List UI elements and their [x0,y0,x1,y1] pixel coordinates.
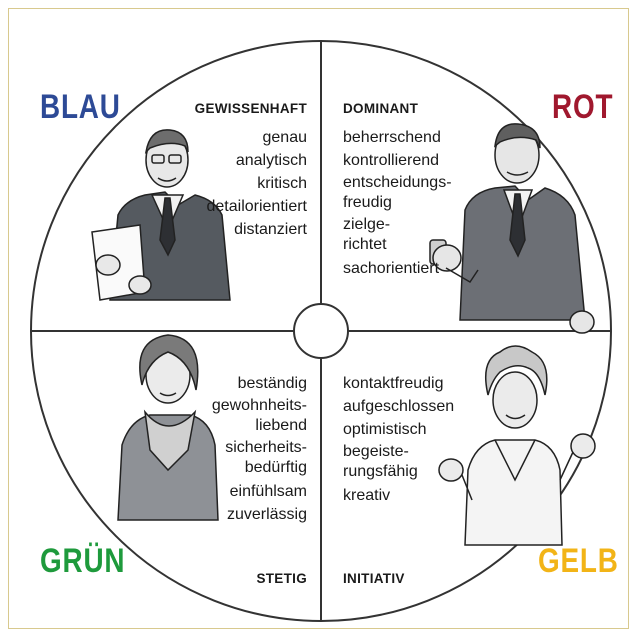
trait: distanziert [234,221,307,238]
quadrant-title-initiativ: INITIATIV [343,571,405,586]
trait: begeiste- rungsfähig [343,443,418,480]
trait: beherrschend [343,129,441,146]
trait: optimistisch [343,421,427,438]
businessman-phone-illustration [429,123,595,334]
trait: sicherheits- bedürftig [225,439,307,476]
trait: aufgeschlossen [343,398,455,415]
trait: kreativ [343,487,391,504]
quadrant-title-stetig: STETIG [256,571,307,586]
trait: kontaktfreudig [343,375,444,392]
trait: entscheidungs- freudig [343,174,452,211]
trait: zuverlässig [226,506,307,523]
trait: beständig [237,375,307,392]
woman-scarf-illustration [117,334,219,521]
trait: genau [262,129,308,146]
trait: analytisch [235,152,307,169]
quadrant-title-dominant: DOMINANT [343,101,419,116]
color-label-gruen: GRÜN [40,542,126,580]
trait: einfühlsam [229,483,307,500]
trait: detailorientiert [206,198,308,215]
color-label-rot: ROT [552,88,614,126]
traits-gewissenhaft: genau analytisch kritisch detailorientie… [207,126,308,241]
quadrant-title-gewissenhaft: GEWISSENHAFT [194,101,307,116]
center-circle [293,303,349,359]
traits-dominant: beherrschend kontrollierend entscheidung… [343,126,452,280]
color-label-gelb: GELB [538,542,619,580]
traits-initiativ: kontaktfreudig aufgeschlossen optimistis… [343,372,454,507]
trait: kontrollierend [343,152,440,169]
trait: zielge- richtet [343,216,391,253]
trait: kritisch [257,175,307,192]
trait: sachorientiert [343,260,440,277]
woman-curly-hair-illustration [438,345,596,546]
traits-stetig: beständig gewohnheits- liebend sicherhei… [212,372,307,526]
trait: gewohnheits- liebend [211,397,307,434]
businessman-glasses-illustration [91,129,231,301]
color-label-blau: BLAU [40,88,121,126]
